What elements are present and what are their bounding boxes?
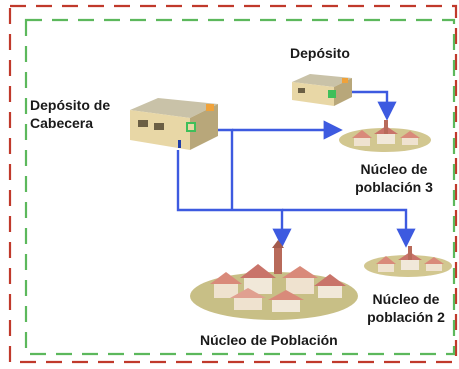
village-icon (190, 240, 358, 320)
inner-dashed-border (24, 18, 456, 356)
village-icon (364, 246, 452, 277)
town-3-label: Núcleo de población 3 (355, 161, 433, 195)
tank-building-icon (130, 98, 218, 150)
town-2-label: Núcleo de población 2 (367, 291, 445, 325)
main-town-label: Núcleo de Población (200, 332, 338, 348)
outer-dashed-border (8, 4, 458, 364)
head-tank-label: Depósito de Cabecera (30, 97, 111, 131)
village-icon (339, 120, 431, 152)
pipe-to-town-3 (205, 128, 234, 210)
pipe-main-branch (282, 208, 416, 248)
tank-label: Depósito (290, 45, 350, 61)
pipe-tank-to-town-3 (345, 90, 397, 121)
pipe-to-main-town (176, 150, 292, 248)
tank-building-icon (292, 74, 352, 106)
